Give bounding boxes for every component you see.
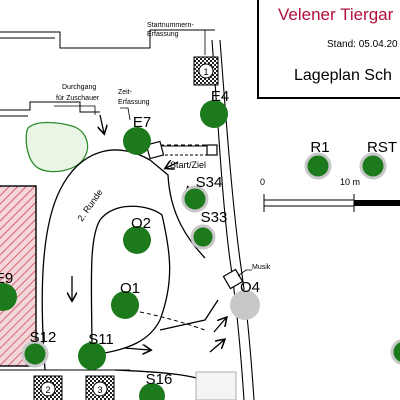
- dashed-path: [139, 144, 215, 331]
- marker-S33[interactable]: S33: [190, 209, 228, 250]
- marker-S34-label: S34: [196, 174, 223, 191]
- zeit-label-2: Erfassung: [118, 99, 150, 106]
- marker-S33-label: S33: [201, 209, 228, 226]
- station-1: 1: [193, 56, 219, 86]
- marker-O4-label: O4: [240, 279, 260, 296]
- scale-start: 0: [260, 177, 265, 187]
- lageplan-title: Lageplan Sch: [294, 67, 392, 84]
- station-3-number: 3: [97, 385, 102, 395]
- marker-RST[interactable]: RST: [359, 139, 397, 180]
- marker-S16-label: S16: [146, 371, 173, 388]
- station-3: 3: [85, 375, 115, 400]
- station-1-number: 1: [203, 67, 208, 77]
- marker-O2-label: O2: [131, 215, 151, 232]
- marker-O2[interactable]: O2: [123, 215, 151, 254]
- marker-E4[interactable]: E4: [200, 88, 229, 128]
- marker-RST-label: RST: [367, 139, 397, 156]
- marker-E7-label: E7: [133, 114, 151, 131]
- marker-E9-label: E9: [0, 270, 13, 287]
- stand-date: Stand: 05.04.20: [327, 39, 398, 50]
- startnummern-label-2: Erfassung: [147, 31, 179, 38]
- marker-O4[interactable]: O4: [230, 279, 260, 320]
- title-box: Velener Tiergar Stand: 05.04.20 Lageplan…: [257, 0, 400, 99]
- startnummern-label-1: Startnummern-: [147, 22, 194, 29]
- zeit-label-1: Zeit-: [118, 89, 133, 96]
- marker-E9[interactable]: E9: [0, 270, 17, 311]
- scale-bar: 0 10 m: [260, 177, 400, 212]
- marker-E4-label: E4: [211, 88, 229, 105]
- scale-end: 10 m: [340, 177, 360, 187]
- start-ziel-label: Start/Ziel: [170, 160, 206, 170]
- start-ziel-gate: [145, 140, 218, 160]
- marker-R1[interactable]: R1: [304, 139, 332, 180]
- station-2-number: 2: [45, 385, 50, 395]
- marker-S11[interactable]: S11: [78, 331, 114, 370]
- hatched-building: [0, 185, 37, 367]
- marker-O1[interactable]: O1: [111, 280, 140, 319]
- durchgang-label-2: für Zuschauer: [56, 95, 100, 102]
- marker-E7[interactable]: E7: [123, 114, 151, 155]
- hedge-area: [25, 121, 89, 173]
- marker-S34[interactable]: S34: [181, 174, 223, 213]
- durchgang-label-1: Durchgang: [62, 84, 96, 91]
- station-2: 2: [33, 375, 63, 400]
- building-outlines: [0, 29, 215, 117]
- marker-S12-label: S12: [30, 329, 57, 346]
- marker-O1-label: O1: [120, 280, 140, 297]
- runde-label: 2. Runde: [75, 187, 104, 223]
- marker-S11-label: S11: [88, 331, 114, 348]
- map-title: Velener Tiergar: [278, 5, 394, 24]
- marker-R1-label: R1: [310, 139, 329, 156]
- label-leaders: [54, 29, 252, 277]
- marker-S16[interactable]: S16: [139, 371, 172, 400]
- marker-S12[interactable]: S12: [21, 329, 57, 368]
- marker-edge-right[interactable]: [390, 339, 400, 365]
- bottom-strip: [0, 369, 237, 400]
- musik-label: Musik: [252, 264, 271, 271]
